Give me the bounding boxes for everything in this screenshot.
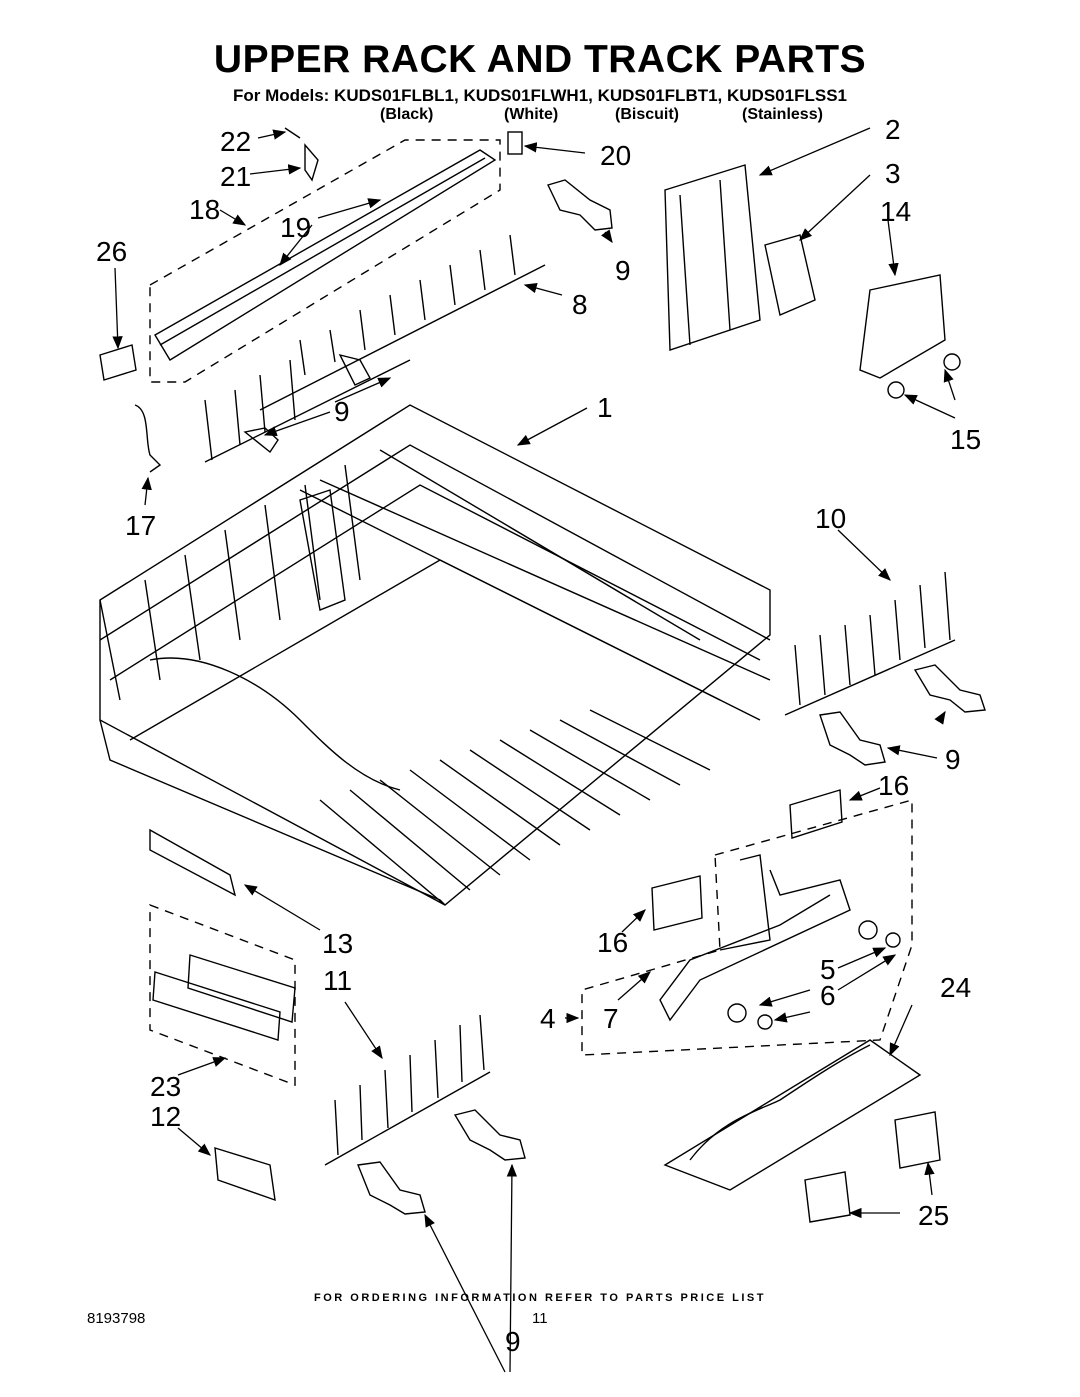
callout-6: 6 [820,980,836,1011]
callout-21: 21 [220,161,252,192]
callout-9-upper: 9 [615,255,631,286]
callout-20: 20 [600,140,632,171]
callout-12: 12 [150,1101,182,1132]
callout-10: 10 [815,503,847,534]
finish-black: (Black) [380,106,434,123]
callout-23: 23 [150,1071,182,1102]
callout-8: 8 [572,289,588,320]
callout-2: 2 [885,114,901,145]
callout-9-bottom: 9 [505,1326,521,1357]
callout-26: 26 [96,236,128,267]
callout-7: 7 [603,1003,619,1034]
model-list: For Models: KUDS01FLBL1, KUDS01FLWH1, KU… [233,86,847,105]
callout-25: 25 [918,1200,950,1231]
callout-16-upper: 16 [878,770,910,801]
callout-14: 14 [880,196,912,227]
callout-5: 5 [820,954,836,985]
callout-15: 15 [950,424,982,455]
callout-4: 4 [540,1003,556,1034]
callout-19: 19 [280,212,312,243]
document-number: 8193798 [87,1310,146,1327]
page-title: UPPER RACK AND TRACK PARTS [213,38,867,81]
callout-11: 11 [323,965,353,996]
callout-18: 18 [189,194,221,225]
callout-9-left: 9 [334,396,350,427]
ordering-note: FOR ORDERING INFORMATION REFER TO PARTS … [314,1292,766,1304]
callout-17: 17 [125,510,157,541]
callout-9-right: 9 [945,744,961,775]
finish-stainless: (Stainless) [742,106,823,123]
callout-3: 3 [885,158,901,189]
finish-white: (White) [504,106,559,123]
page-number: 11 [532,1310,548,1327]
callout-22: 22 [220,126,252,157]
finish-biscuit: (Biscuit) [615,106,679,123]
callout-16-lower: 16 [597,927,629,958]
callout-1: 1 [597,392,613,423]
callout-13: 13 [322,928,354,959]
callout-24: 24 [940,972,972,1003]
